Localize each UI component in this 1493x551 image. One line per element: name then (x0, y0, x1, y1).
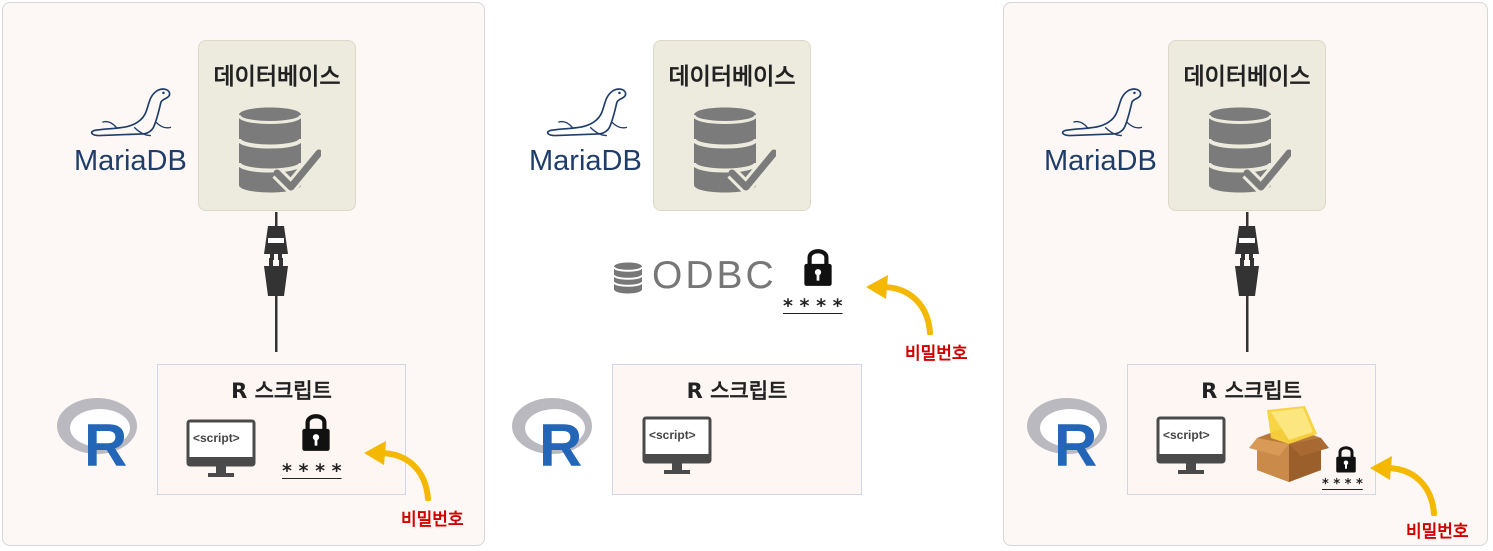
database-box: 데이터베이스 (198, 40, 356, 211)
password-stars: * * * * (282, 460, 342, 482)
r-script-title: R 스크립트 (1201, 379, 1302, 403)
monitor-icon (642, 416, 712, 476)
r-logo-icon (509, 392, 599, 472)
r-script-box: R 스크립트 (1127, 364, 1376, 495)
password-label: 비밀번호 (905, 344, 968, 364)
monitor-icon (186, 419, 256, 479)
plug-connector-icon (1227, 212, 1267, 352)
mariadb-seal-icon (1055, 80, 1147, 146)
database-title: 데이터베이스 (213, 64, 341, 90)
mariadb-label: MariaDB (1044, 145, 1157, 177)
plug-connector-icon (256, 212, 296, 352)
odbc-database-icon (613, 261, 643, 295)
mariadb-label: MariaDB (529, 145, 642, 177)
database-check-icon (690, 101, 776, 201)
database-check-icon (235, 101, 321, 201)
password-label: 비밀번호 (1406, 522, 1469, 542)
password-stars: * * * * (1322, 477, 1363, 492)
curved-arrow-icon (1364, 446, 1444, 516)
r-logo-icon (54, 392, 144, 472)
database-box: 데이터베이스 (653, 40, 811, 211)
padlock-icon (299, 411, 333, 453)
database-check-icon (1205, 101, 1291, 201)
curved-arrow-icon (860, 265, 940, 335)
padlock-icon (1334, 444, 1358, 474)
database-title: 데이터베이스 (1183, 64, 1311, 90)
password-label: 비밀번호 (401, 510, 464, 530)
database-title: 데이터베이스 (668, 64, 796, 90)
password-stars: * * * * (783, 295, 843, 317)
package-box-icon (1244, 404, 1334, 484)
r-script-title: R 스크립트 (231, 379, 332, 403)
r-logo-icon (1024, 392, 1114, 472)
r-script-title: R 스크립트 (686, 379, 788, 403)
monitor-icon (1156, 416, 1226, 476)
database-box: 데이터베이스 (1168, 40, 1326, 211)
odbc-label: ODBC (652, 254, 777, 297)
mariadb-seal-icon (84, 80, 176, 146)
script-tag-label: <script> (649, 428, 696, 442)
script-tag-label: <script> (193, 431, 240, 445)
mariadb-label: MariaDB (74, 145, 187, 177)
curved-arrow-icon (358, 431, 438, 501)
padlock-icon (801, 246, 835, 288)
mariadb-seal-icon (540, 80, 632, 146)
script-tag-label: <script> (1163, 428, 1210, 442)
